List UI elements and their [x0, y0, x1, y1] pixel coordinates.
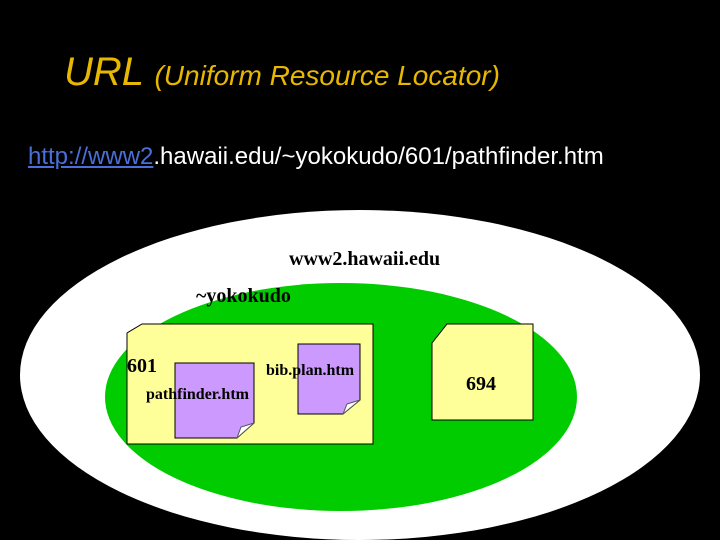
file-bib-label: bib.plan.htm	[266, 362, 355, 379]
url-rest: .hawaii.edu/~yokokudo/601/pathfinder.htm	[153, 143, 604, 170]
folder-694	[431, 323, 534, 421]
url-link-part[interactable]: http://www2	[28, 143, 154, 170]
server-label: www2.hawaii.edu	[289, 248, 441, 270]
folder-601-label: 601	[127, 355, 157, 377]
url-example: http://www2.hawaii.edu/~yokokudo/601/pat…	[28, 143, 604, 171]
file-pathfinder-label: pathfinder.htm	[146, 386, 249, 403]
title-subtitle: (Uniform Resource Locator)	[154, 60, 500, 91]
slide-title: URL (Uniform Resource Locator)	[64, 50, 500, 95]
file-pathfinder	[174, 362, 255, 439]
user-dir-label: ~yokokudo	[196, 285, 291, 307]
title-main: URL	[64, 50, 145, 94]
file-bib-plan	[297, 343, 361, 415]
folder-694-label: 694	[466, 373, 496, 395]
